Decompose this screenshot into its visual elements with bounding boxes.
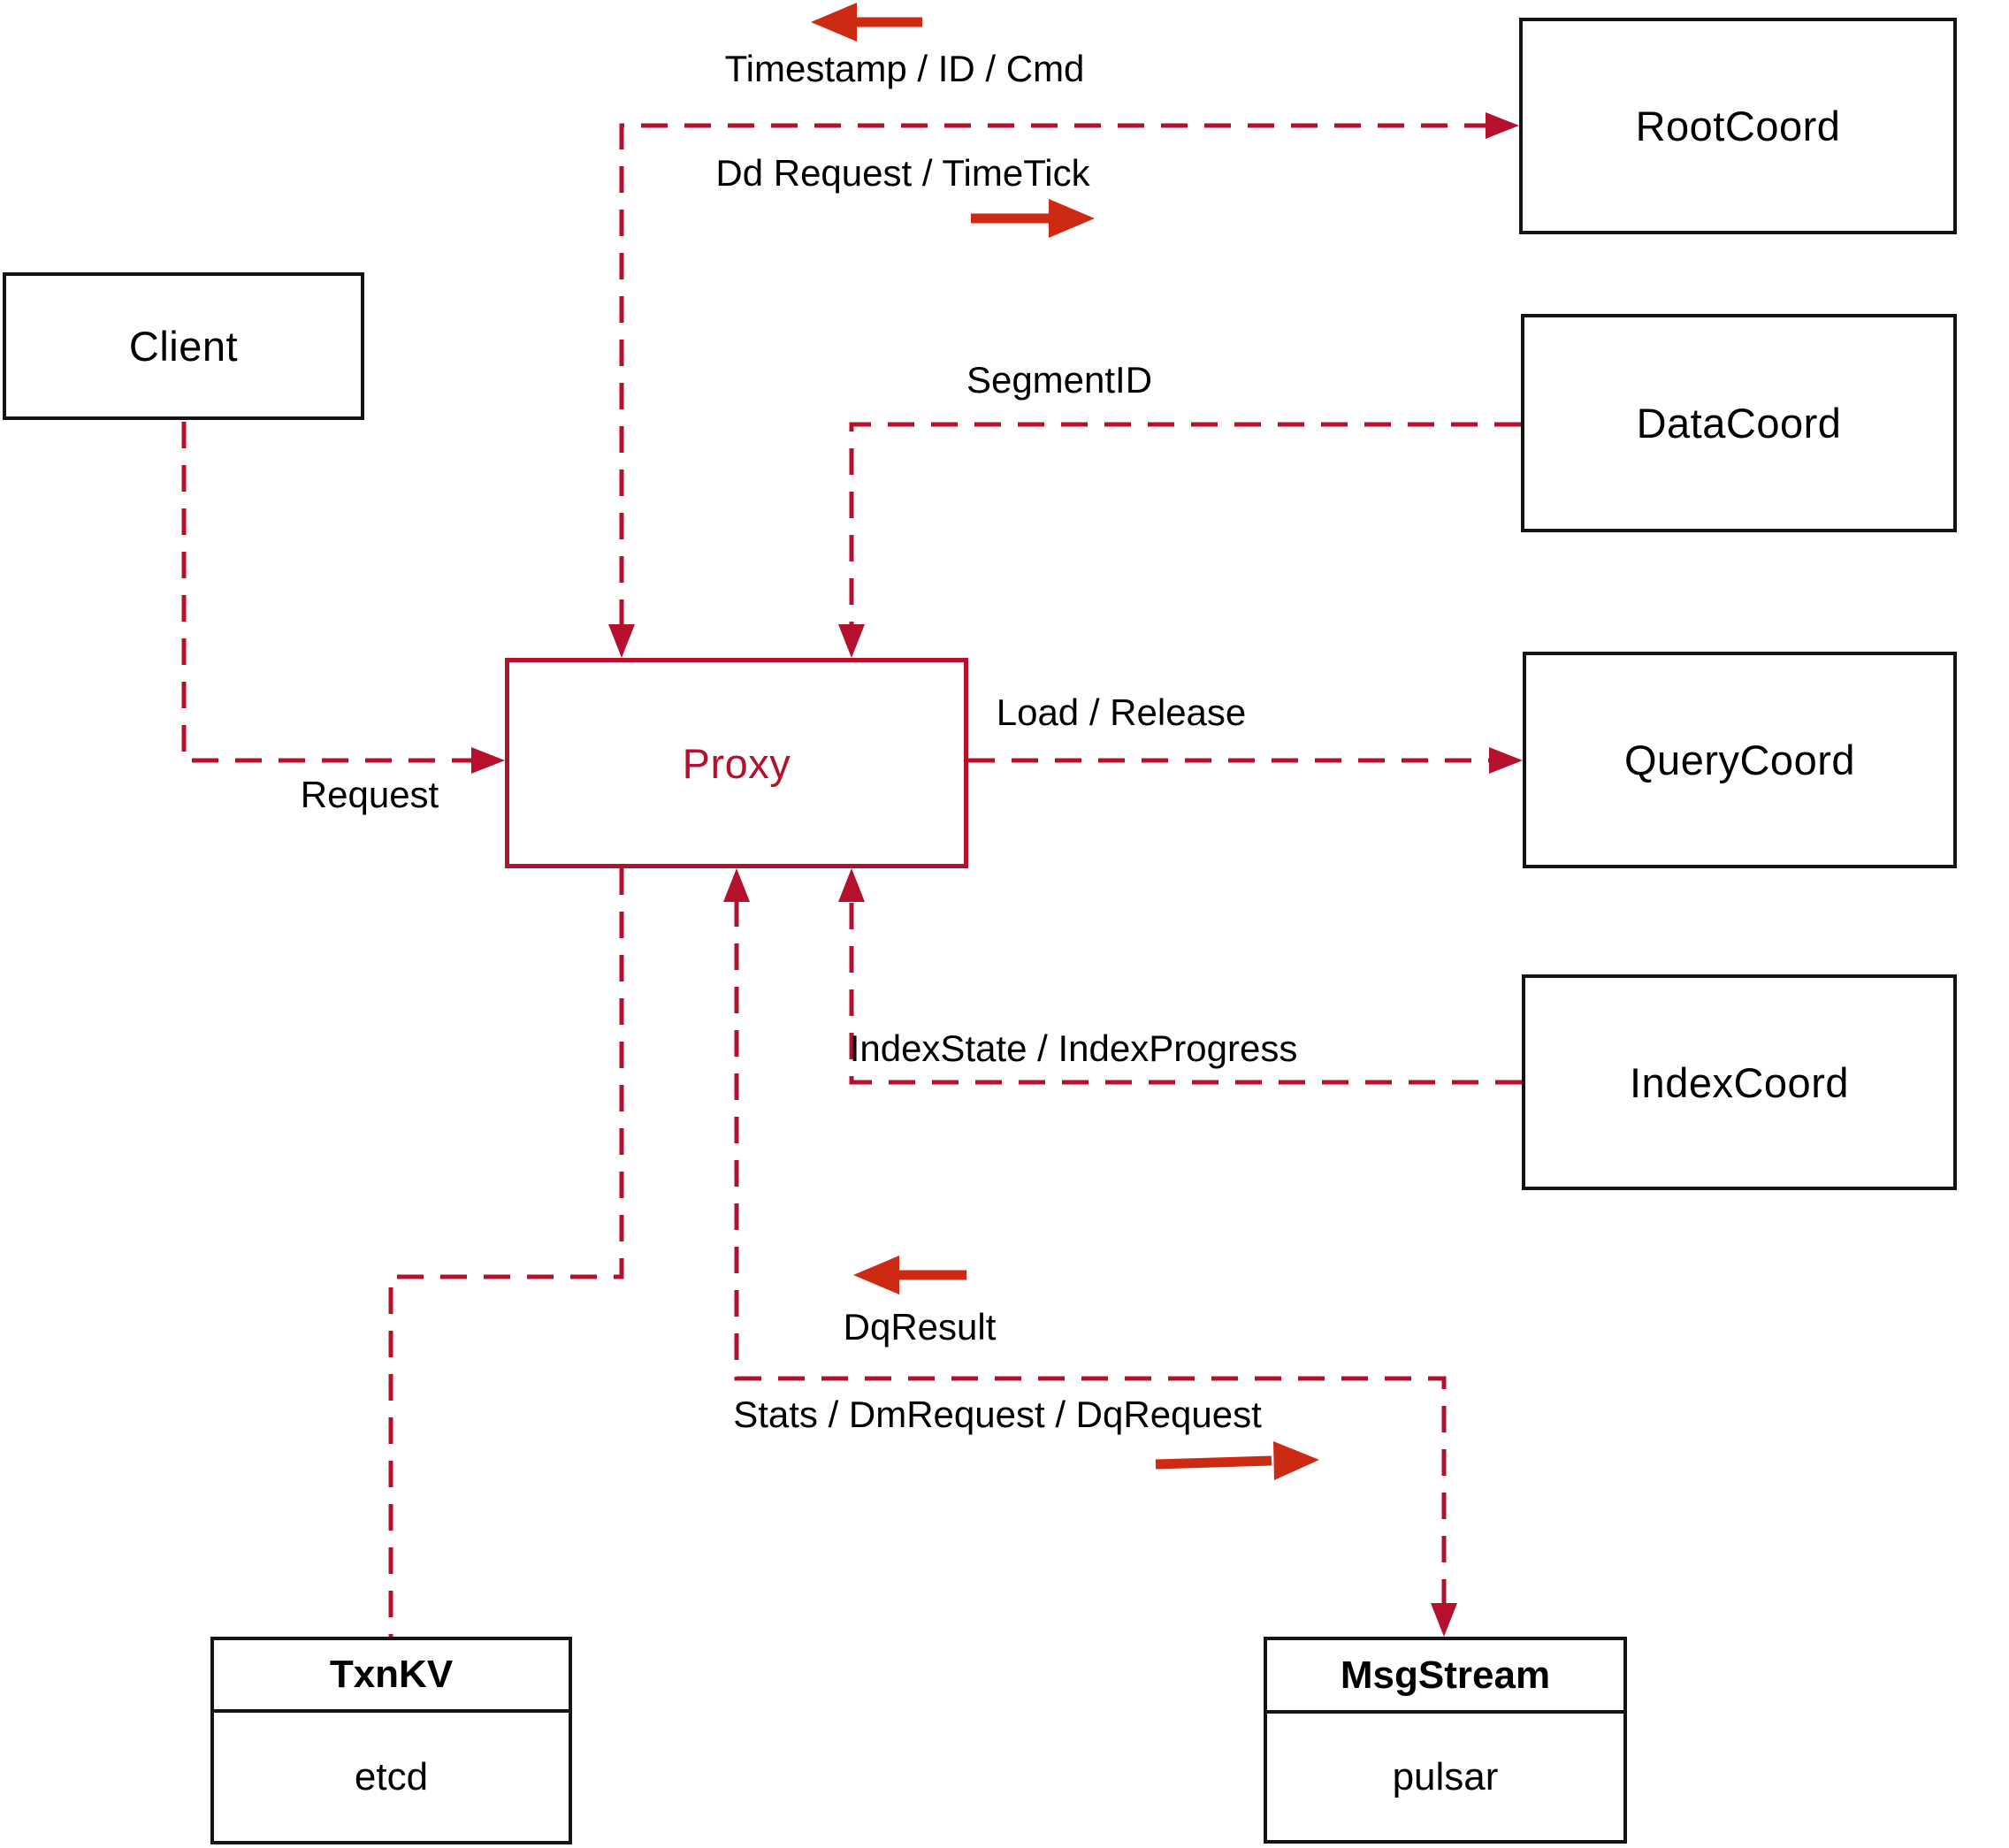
edge-label-stats-dm-dq-request: Stats / DmRequest / DqRequest — [733, 1394, 1262, 1435]
node-querycoord-label: QueryCoord — [1624, 737, 1855, 783]
edge-label-request: Request — [300, 774, 439, 815]
right-arrow-icon — [971, 199, 1095, 238]
node-proxy-label: Proxy — [682, 739, 791, 787]
edge-label-load-release: Load / Release — [996, 691, 1247, 733]
node-indexcoord-label: IndexCoord — [1630, 1058, 1849, 1106]
node-txnkv-title: TxnKV — [214, 1640, 569, 1713]
arrowhead-into-proxy-bottom-right — [838, 868, 865, 902]
edge-label-timestamp-id-cmd: Timestamp / ID / Cmd — [724, 48, 1085, 89]
node-client-label: Client — [128, 323, 239, 370]
arrowhead-into-proxy-top-left — [608, 624, 635, 658]
node-txnkv-impl: etcd — [354, 1754, 429, 1798]
edge-label-dd-request-timetick: Dd Request / TimeTick — [715, 152, 1090, 194]
arrowhead-into-proxy-bottom-left — [723, 868, 750, 902]
edge-proxy-txnkv — [388, 868, 624, 1637]
node-datacoord: DataCoord — [1521, 314, 1957, 532]
node-rootcoord: RootCoord — [1519, 18, 1957, 234]
node-txnkv: TxnKV etcd — [210, 1637, 572, 1844]
node-client: Client — [3, 272, 364, 420]
edge-datacoord-proxy — [849, 422, 1521, 626]
direction-arrows — [811, 3, 1319, 1480]
node-querycoord: QueryCoord — [1523, 652, 1957, 868]
edge-proxy-rootcoord — [619, 123, 1487, 626]
node-msgstream-impl: pulsar — [1392, 1754, 1499, 1798]
node-rootcoord-label: RootCoord — [1635, 103, 1841, 149]
edge-label-segment-id: SegmentID — [966, 359, 1153, 401]
left-arrow-icon — [811, 3, 922, 42]
arrowhead-into-msgstream — [1431, 1603, 1457, 1637]
arrowhead-into-rootcoord — [1486, 112, 1519, 139]
arrowhead-into-proxy-left — [471, 747, 505, 774]
node-msgstream-title: MsgStream — [1267, 1640, 1623, 1714]
node-proxy: Proxy — [505, 658, 968, 868]
left-arrow-icon — [853, 1256, 966, 1294]
edge-proxy-msgstream — [734, 900, 1447, 1605]
arrowhead-into-proxy-top-right — [838, 624, 865, 658]
node-indexcoord: IndexCoord — [1522, 974, 1957, 1190]
node-datacoord-label: DataCoord — [1636, 400, 1842, 447]
edge-indexcoord-proxy — [849, 900, 1522, 1085]
right-arrow-icon — [1155, 1441, 1319, 1480]
node-msgstream: MsgStream pulsar — [1264, 1637, 1627, 1844]
arrowhead-into-querycoord — [1489, 747, 1523, 774]
edge-label-dq-result: DqResult — [843, 1306, 997, 1348]
edge-client-proxy — [181, 422, 473, 763]
edge-label-index-state-progress: IndexState / IndexProgress — [849, 1027, 1298, 1069]
